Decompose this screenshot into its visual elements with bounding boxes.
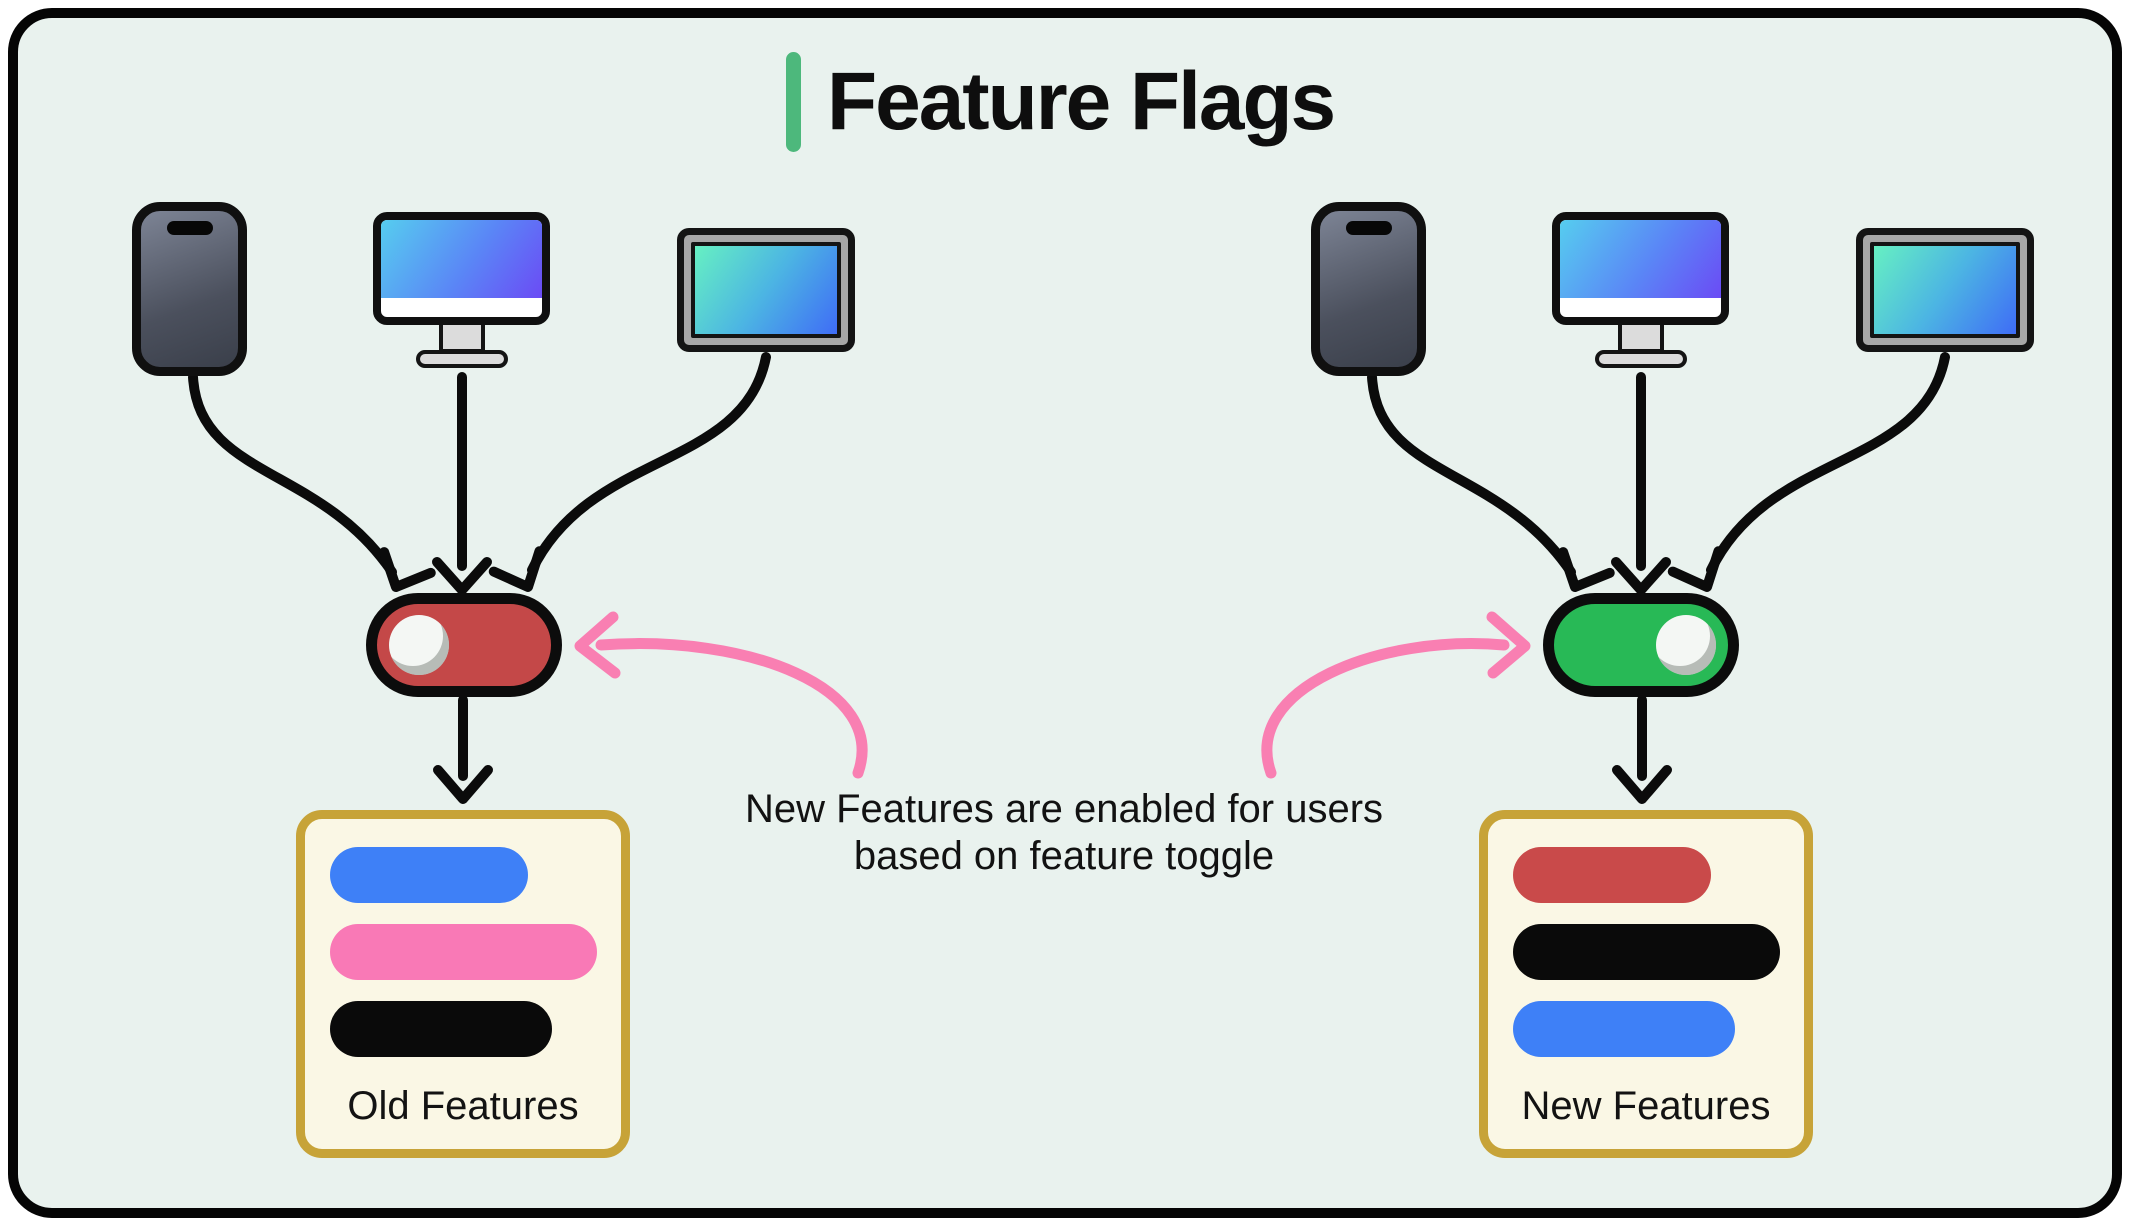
toggle-knob	[389, 615, 449, 675]
smartphone-icon	[132, 202, 247, 376]
feature-toggle-off[interactable]	[366, 593, 562, 697]
monitor-screen	[373, 212, 550, 325]
feature-toggle-on[interactable]	[1543, 593, 1739, 697]
monitor-stand	[438, 323, 485, 353]
tablet-display-icon	[1856, 228, 2034, 352]
monitor-screen	[1552, 212, 1729, 325]
feature-pill-blue	[1513, 1001, 1735, 1057]
page-title: Feature Flags	[827, 56, 1336, 147]
tablet-screen	[691, 242, 841, 338]
feature-pill-list	[1513, 847, 1804, 1057]
annotation-text: New Features are enabled for users based…	[609, 786, 1519, 880]
tablet-display-icon	[677, 228, 855, 352]
tablet-screen	[1870, 242, 2020, 338]
monitor-base	[1594, 350, 1687, 368]
new-features-label: New Features	[1521, 1084, 1771, 1128]
monitor-glass	[381, 220, 542, 298]
monitor-base	[415, 350, 508, 368]
toggle-knob	[1656, 615, 1716, 675]
feature-pill-list	[330, 847, 621, 1057]
monitor-stand	[1617, 323, 1664, 353]
annotation-line-2: based on feature toggle	[853, 834, 1275, 878]
annotation-line-1: New Features are enabled for users	[744, 787, 1384, 831]
title-block: Feature Flags	[786, 52, 1336, 152]
feature-pill-pink	[330, 924, 597, 980]
title-accent-bar	[786, 52, 801, 152]
feature-pill-red	[1513, 847, 1711, 903]
monitor-glass	[1560, 220, 1721, 298]
old-features-box: Old Features	[296, 810, 630, 1158]
phone-notch	[1345, 221, 1392, 235]
smartphone-icon	[1311, 202, 1426, 376]
feature-pill-black	[330, 1001, 552, 1057]
feature-pill-black	[1513, 924, 1780, 980]
old-features-label: Old Features	[347, 1084, 579, 1128]
new-features-box: New Features	[1479, 810, 1813, 1158]
desktop-monitor-icon	[1552, 212, 1729, 368]
phone-notch	[166, 221, 213, 235]
feature-pill-blue	[330, 847, 528, 903]
desktop-monitor-icon	[373, 212, 550, 368]
